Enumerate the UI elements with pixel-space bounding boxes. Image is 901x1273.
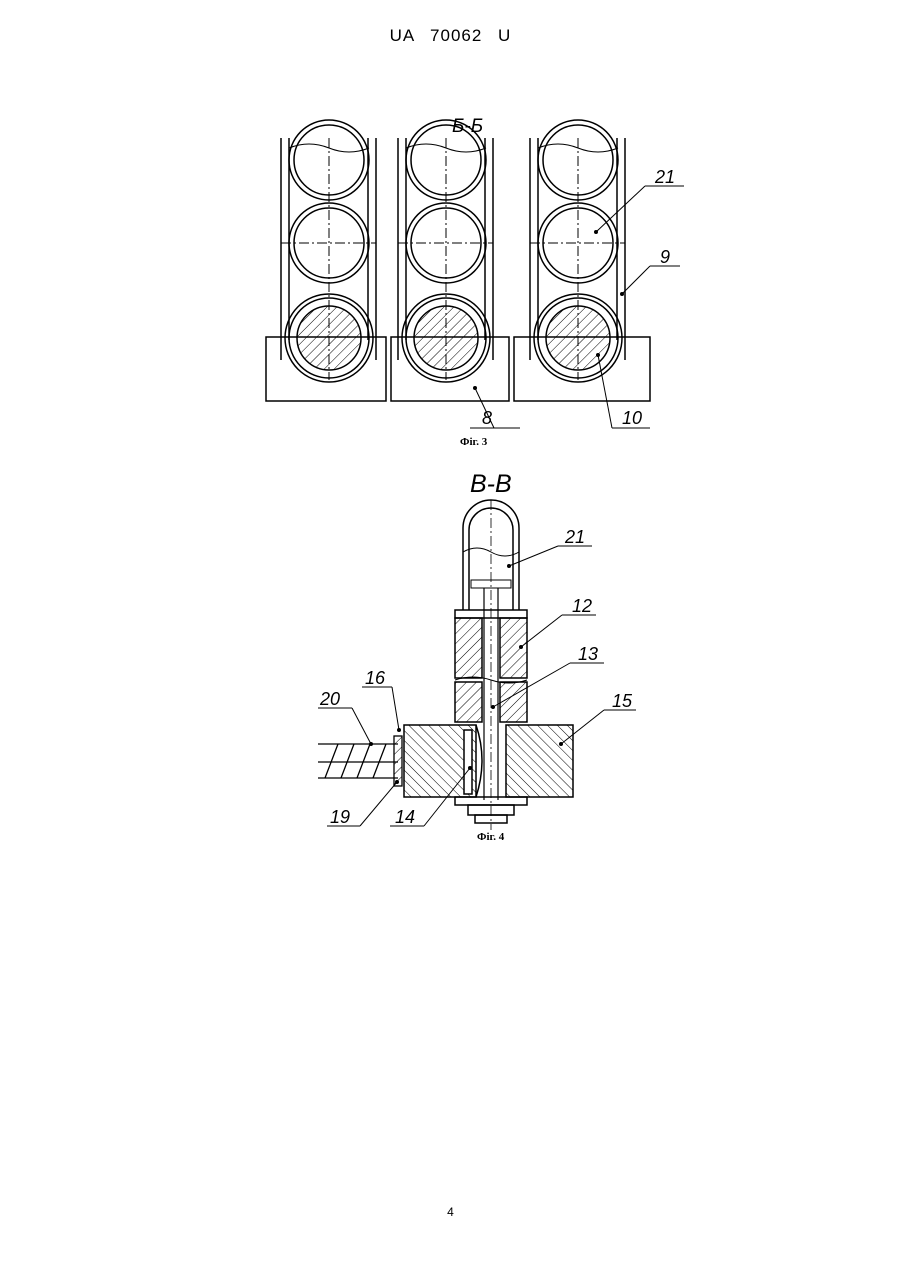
figure-3-drawing: Б-Б 21 9 8 10 — [0, 0, 901, 460]
page-number: 4 — [0, 1205, 901, 1219]
callout-13: 13 — [578, 644, 598, 664]
callout-8: 8 — [482, 408, 492, 428]
section-label-v: В-В — [470, 470, 512, 498]
callout-20: 20 — [319, 689, 340, 709]
break-lines — [289, 144, 618, 152]
callout-16: 16 — [365, 668, 386, 688]
callout-14: 14 — [395, 807, 415, 827]
figure-4-drawing: В-В 21 12 13 15 16 20 19 14 — [0, 460, 901, 840]
callout-9: 9 — [660, 247, 670, 267]
callout-15: 15 — [612, 691, 633, 711]
spring-20 — [318, 736, 402, 786]
figure-3-caption: Фіг. 3 — [460, 436, 487, 448]
tube-column — [281, 120, 625, 382]
part-15 — [404, 725, 573, 823]
figure-4-caption: Фіг. 4 — [477, 831, 504, 843]
callout-12: 12 — [572, 596, 592, 616]
section-label-b: Б-Б — [452, 116, 483, 137]
callout-21: 21 — [654, 167, 675, 187]
callout-21: 21 — [564, 527, 585, 547]
callout-19: 19 — [330, 807, 350, 827]
callout-10: 10 — [622, 408, 642, 428]
